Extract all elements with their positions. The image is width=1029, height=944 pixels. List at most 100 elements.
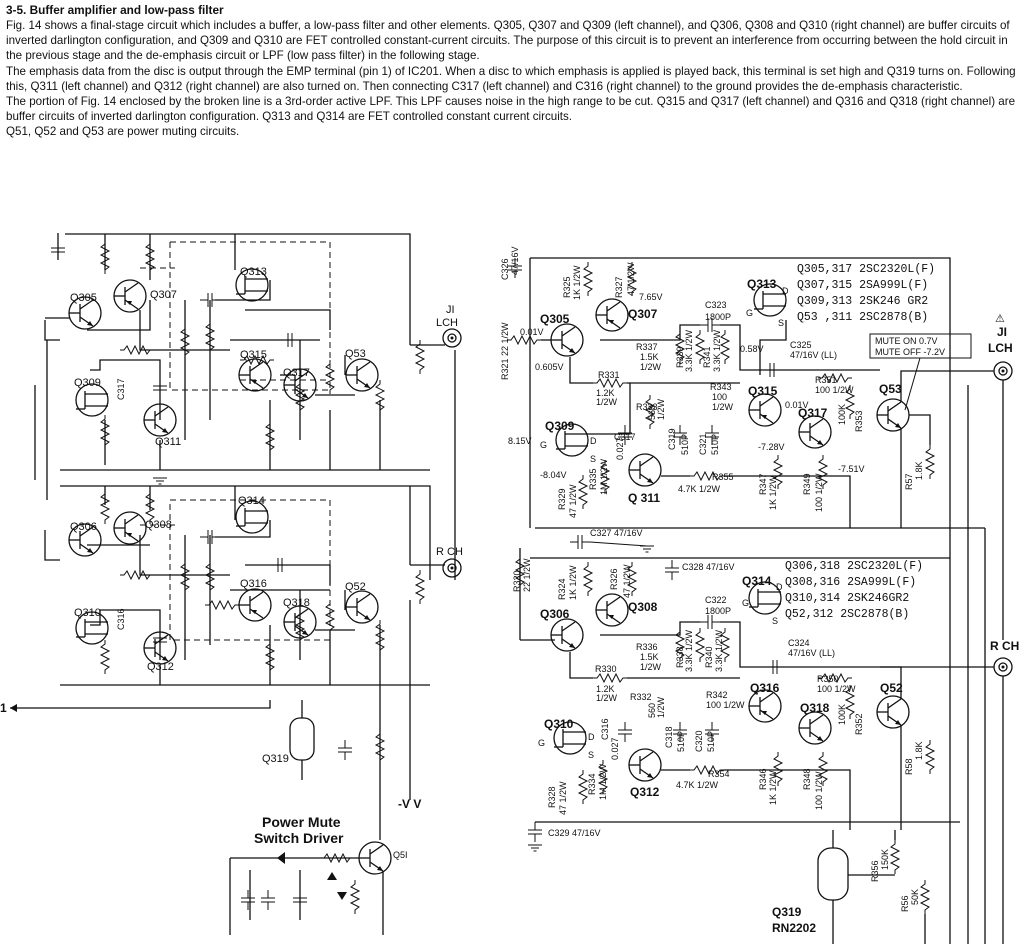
pin-s-q313: S xyxy=(778,318,784,328)
label-q315: Q315 xyxy=(240,349,267,361)
label-q309: Q309 xyxy=(74,377,101,389)
q53-detail xyxy=(876,398,910,432)
r332v: 560 xyxy=(647,703,657,718)
v765: 7.65V xyxy=(639,292,663,302)
label-q318: Q318 xyxy=(283,597,310,609)
pin-s-q310: S xyxy=(588,750,594,760)
r326: R326 xyxy=(609,568,619,590)
q315: Q315 xyxy=(748,384,778,398)
mute-off: MUTE OFF -7.2V xyxy=(875,347,945,357)
r334: R334 xyxy=(587,773,597,795)
q315-detail xyxy=(748,393,782,427)
section-heading: 3-5. Buffer amplifier and low-pass filte… xyxy=(6,3,224,17)
r340: R340 xyxy=(704,646,714,668)
label-q305: Q305 xyxy=(70,292,97,304)
r347v: 1K 1/2W xyxy=(768,475,778,510)
r57: R57 xyxy=(904,473,914,490)
r343v: 100 xyxy=(712,392,727,402)
r342: R342 xyxy=(706,690,728,700)
parts-upper-4: Q53 ,311 2SC2878(B) xyxy=(797,311,928,324)
r341v: 3.3K 1/2W xyxy=(712,329,722,372)
c326: C326 xyxy=(500,258,510,280)
paragraph-2: The emphasis data from the disc is outpu… xyxy=(6,64,1016,93)
c317: C317 xyxy=(614,432,636,442)
jack-rch: R CH xyxy=(990,639,1019,653)
r350v: 100 1/2W xyxy=(817,684,856,694)
r324v: 1K 1/2W xyxy=(568,565,578,600)
r349: R349 xyxy=(802,473,812,495)
mute-on: MUTE ON 0.7V xyxy=(875,336,938,346)
label-q311: Q311 xyxy=(155,436,181,448)
r351v: 100 1/2W xyxy=(815,385,854,395)
r337w: 1/2W xyxy=(640,362,662,372)
r58: R58 xyxy=(904,758,914,775)
r336v: 1.5K xyxy=(640,652,659,662)
q311-detail xyxy=(628,453,662,487)
paragraph-3: The portion of Fig. 14 enclosed by the b… xyxy=(6,95,1016,124)
label-rch: R CH xyxy=(436,546,463,558)
lch-jack xyxy=(442,328,462,348)
r339: R339 xyxy=(675,346,685,368)
c322v: 1800P xyxy=(705,606,731,616)
r335v: 1M 1/2W xyxy=(599,458,609,495)
q316-symbol xyxy=(238,588,272,622)
r346v: 1K 1/2W xyxy=(768,770,778,805)
v815: 8.15V xyxy=(508,436,532,446)
r336w: 1/2W xyxy=(640,662,662,672)
q307-detail xyxy=(595,298,629,332)
q319-detail xyxy=(817,847,849,901)
q53: Q53 xyxy=(879,382,902,396)
jack-ji: JI xyxy=(997,325,1007,339)
c322: C322 xyxy=(705,595,727,605)
rch-jack xyxy=(442,558,462,578)
q308-detail xyxy=(595,593,629,627)
parts-upper-1: Q305,317 2SC2320L(F) xyxy=(797,263,935,276)
v0605: 0.605V xyxy=(535,362,564,372)
rch-jack-right xyxy=(993,657,1013,677)
rn2202: RN2202 xyxy=(772,921,816,935)
r341: R341 xyxy=(702,346,712,368)
q306-detail xyxy=(550,618,584,652)
q305-detail xyxy=(550,323,584,357)
r348: R348 xyxy=(802,768,812,790)
q313: Q313 xyxy=(747,277,777,291)
v728: -7.28V xyxy=(758,442,785,452)
r325v: 1K 1/2W xyxy=(572,265,582,300)
r356v: 150K xyxy=(880,849,890,870)
parts-lower-1: Q306,318 2SC2320L(F) xyxy=(785,560,923,573)
q317-detail xyxy=(798,415,832,449)
label-q314: Q314 xyxy=(238,495,265,507)
r346: R346 xyxy=(758,768,768,790)
paragraph-4: Q51, Q52 and Q53 are power muting circui… xyxy=(6,125,240,139)
parts-upper-3: Q309,313 2SK246 GR2 xyxy=(797,295,928,308)
pin-d-q310: D xyxy=(588,732,595,742)
q306: Q306 xyxy=(540,607,570,621)
c326v: 47/16V xyxy=(510,246,520,275)
q318-detail xyxy=(798,711,832,745)
r331: R331 xyxy=(598,370,620,380)
q318: Q318 xyxy=(800,701,830,715)
c319: C319 xyxy=(667,428,677,450)
label-pin1: 1 xyxy=(0,701,7,715)
r332w: 1/2W xyxy=(656,696,666,718)
r56v: 50K xyxy=(910,889,920,905)
r337: R337 xyxy=(636,342,658,352)
q51-symbol xyxy=(358,841,392,875)
right-detailed-schematic: Q305,317 2SC2320L(F) Q307,315 2SA999L(F)… xyxy=(500,246,1019,944)
r356: R356 xyxy=(870,860,880,882)
r58v: 1.8K xyxy=(914,741,924,760)
r333: R333 xyxy=(636,402,658,412)
parts-lower-4: Q52,312 2SC2878(B) xyxy=(785,608,909,621)
r349v: 100 1/2W xyxy=(814,473,824,512)
label-q308: Q308 xyxy=(145,519,172,531)
label-q307: Q307 xyxy=(150,289,177,301)
r353v: 100K xyxy=(837,404,847,425)
label-q319: Q319 xyxy=(262,753,289,765)
r347: R347 xyxy=(758,473,768,495)
label-q310: Q310 xyxy=(74,607,101,619)
r352: R352 xyxy=(854,713,864,735)
r328: R328 xyxy=(547,786,557,808)
c320: C320 xyxy=(694,730,704,752)
label-q52: Q52 xyxy=(345,581,366,593)
r330w: 1/2W xyxy=(596,693,618,703)
